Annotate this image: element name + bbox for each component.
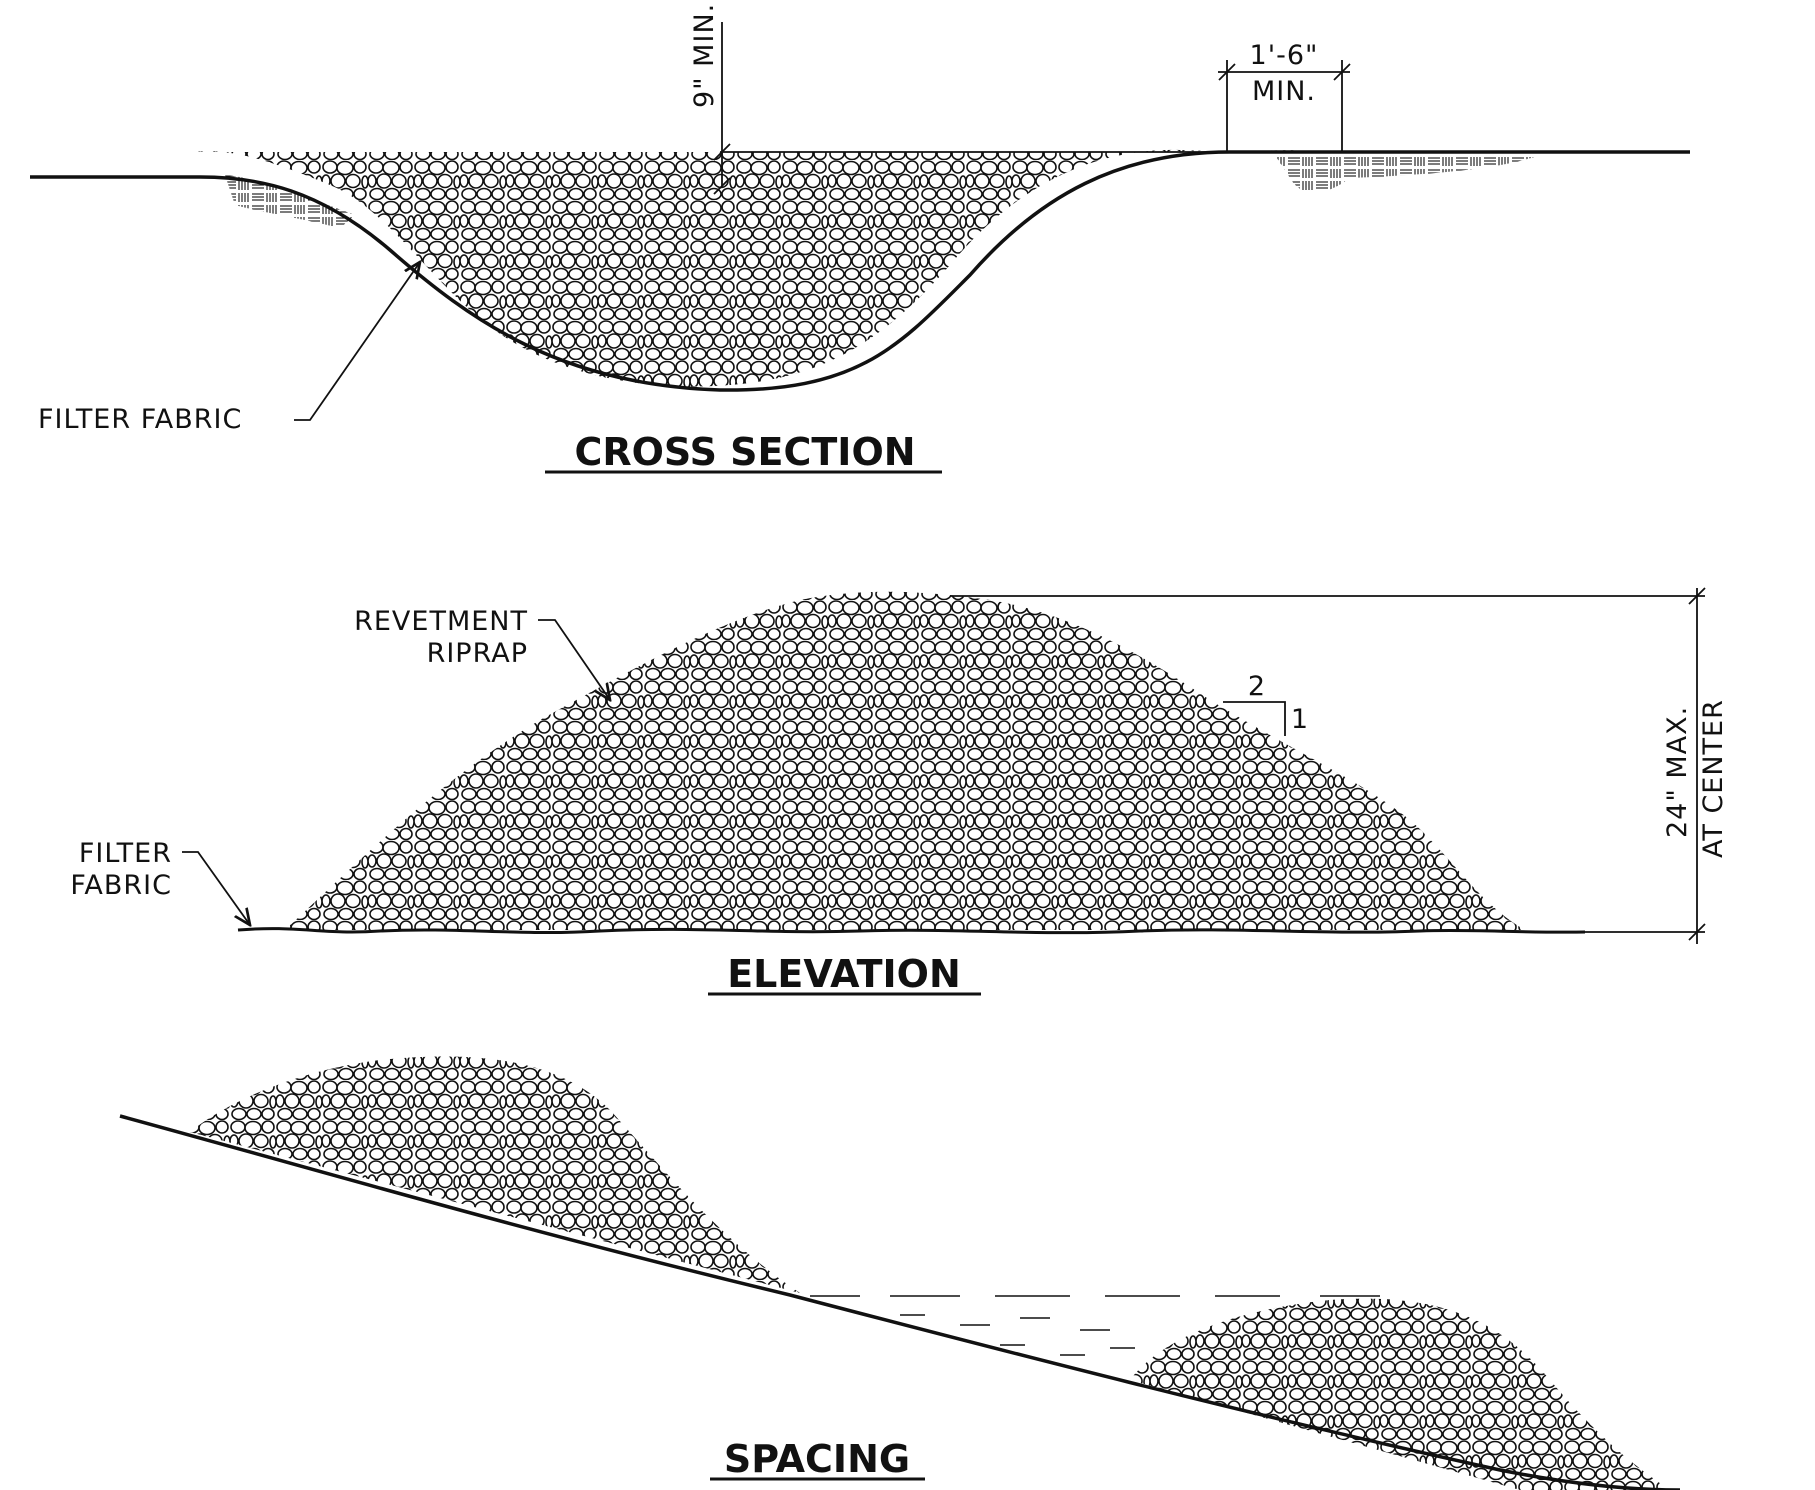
slope-run-label: 2 xyxy=(1248,671,1266,702)
soil-hatch-left xyxy=(225,175,355,228)
elevation-fabric-label-2: FABRIC xyxy=(70,870,172,901)
spacing-slope-ground-line xyxy=(119,1114,1681,1490)
width-dim-label-1: 1'-6" xyxy=(1250,40,1319,71)
slope-indicator-triangle xyxy=(1223,701,1286,736)
elevation-fabric-leader xyxy=(182,851,250,925)
spacing-title: SPACING xyxy=(724,1437,910,1481)
elevation-height-label-2: AT CENTER xyxy=(1698,699,1729,858)
cross-section-ground-line xyxy=(30,150,1690,392)
cross-section-riprap-fill xyxy=(195,149,1300,387)
elevation-ground-line xyxy=(237,927,1586,935)
cross-section-filter-fabric-leader xyxy=(294,262,420,421)
cross-section-filter-fabric-label: FILTER FABRIC xyxy=(38,404,242,435)
spacing-water-surface xyxy=(810,1295,1380,1356)
spacing-lower-riprap-mound xyxy=(1130,1298,1670,1490)
elevation-riprap-label-2: RIPRAP xyxy=(427,638,528,669)
elevation-view: 24" MAX. AT CENTER 2 1 REVETMENT RIPRAP … xyxy=(70,587,1729,996)
elevation-fabric-label-1: FILTER xyxy=(79,838,172,869)
elevation-height-label-1: 24" MAX. xyxy=(1662,706,1693,838)
cross-section-title: CROSS SECTION xyxy=(574,430,915,474)
elevation-riprap-mound xyxy=(285,591,1525,930)
spacing-view: SPACING xyxy=(119,1056,1681,1490)
elevation-riprap-leader xyxy=(538,619,610,700)
soil-hatch-right xyxy=(1275,155,1540,193)
depth-dim-label: 9" MIN. xyxy=(689,3,720,108)
cross-section-view: 9" MIN. 1'-6" MIN. FILTER FABRIC CROSS S… xyxy=(30,3,1690,474)
width-dim-label-2: MIN. xyxy=(1252,76,1316,107)
slope-rise-label: 1 xyxy=(1291,704,1309,735)
elevation-riprap-label-1: REVETMENT xyxy=(354,606,528,637)
elevation-title: ELEVATION xyxy=(727,952,961,996)
spacing-upper-riprap-mound xyxy=(190,1056,800,1293)
